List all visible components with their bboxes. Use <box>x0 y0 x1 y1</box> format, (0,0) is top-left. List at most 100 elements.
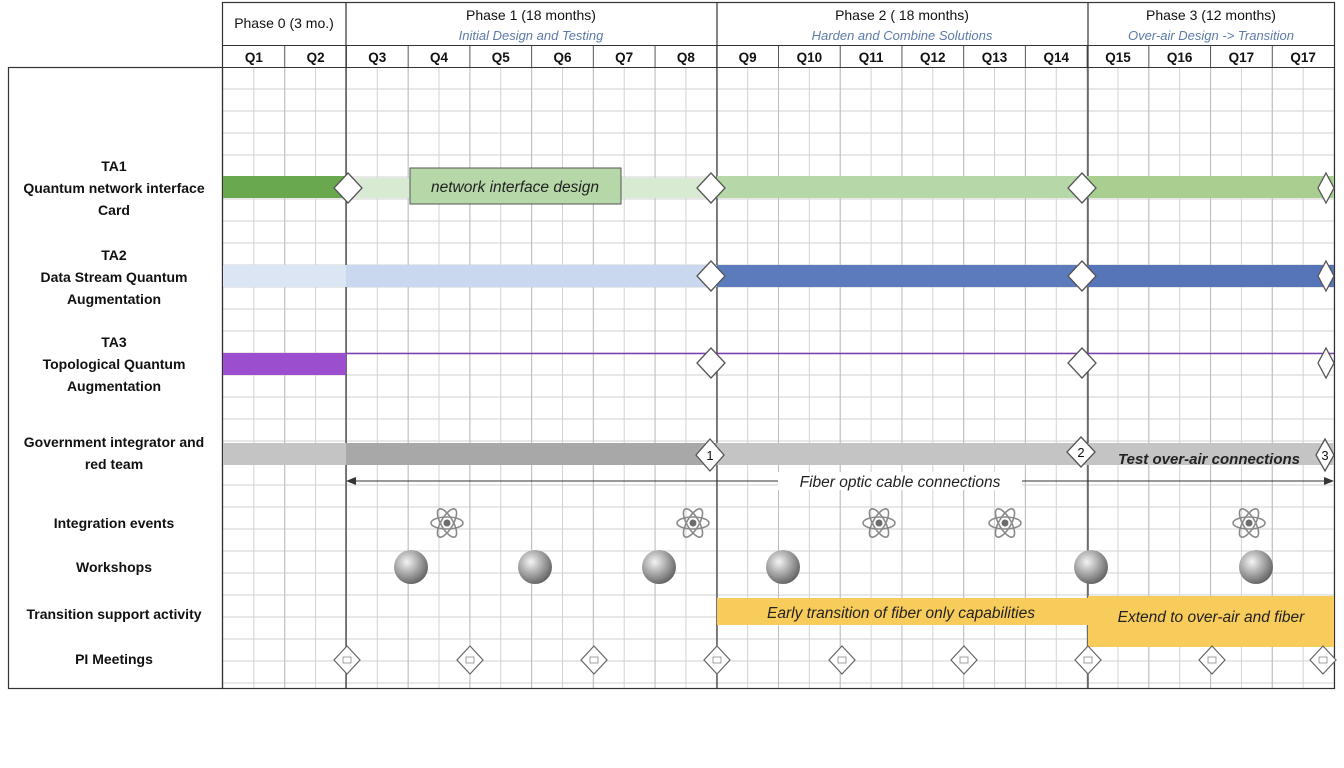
network-interface-design-label: network interface design <box>431 179 599 196</box>
ta2-bars <box>223 265 1334 287</box>
atom-icon <box>676 508 710 538</box>
flag-diamond-icon <box>828 645 856 675</box>
ta2-milestone-diamond-2 <box>1067 260 1097 292</box>
quarter-label: Q2 <box>307 50 325 65</box>
pi-flag <box>589 656 599 664</box>
ta3-label-line-1: TA3 <box>101 334 127 350</box>
pi-meeting-icons <box>333 645 1337 675</box>
pi-diamond <box>1074 645 1102 675</box>
flag-diamond-icon <box>456 645 484 675</box>
sphere-icon <box>518 550 552 584</box>
gov-bars: Test over-air connections <box>223 443 1334 468</box>
row-labels: TA1 Quantum network interface Card TA2 D… <box>23 158 204 667</box>
atom-orbit <box>436 508 458 538</box>
workshops-label: Workshops <box>76 559 152 575</box>
ta1-label-line-2: Quantum network interface <box>23 180 204 196</box>
label-column-frame <box>7 66 224 690</box>
flag-diamond-icon <box>580 645 608 675</box>
atom-orbit <box>682 508 704 538</box>
pi-diamond <box>703 645 731 675</box>
atom-orbit <box>994 508 1016 538</box>
fiber-label-bg <box>778 472 1022 490</box>
ta1-phase0-bar <box>223 176 346 198</box>
ta1-milestone-diamond-3 <box>1067 172 1097 204</box>
pi-diamond <box>456 645 484 675</box>
ta-milestones <box>333 171 1335 380</box>
fiber-arrow: Fiber optic cable connections <box>346 472 1334 491</box>
early-transition-label: Early transition of fiber only capabilit… <box>767 605 1035 622</box>
quarter-label: Q9 <box>739 50 757 65</box>
quarter-label: Q6 <box>553 50 572 65</box>
ta2-phase0-bar <box>223 265 346 287</box>
pi-flag <box>465 656 475 664</box>
ta2-label-line-3: Augmentation <box>67 291 161 307</box>
ta1-label-line-3: Card <box>98 202 130 218</box>
quarter-label: Q11 <box>859 50 884 65</box>
flag-diamond-icon <box>703 645 731 675</box>
phase-2-title: Phase 2 ( 18 months) <box>835 7 969 23</box>
quarter-label: Q17 <box>1290 50 1316 65</box>
workshop-icons <box>394 550 1273 584</box>
ta3-bars <box>223 352 1334 375</box>
ta2-label-line-2: Data Stream Quantum <box>40 269 187 285</box>
ta3-label-line-2: Topological Quantum <box>43 356 186 372</box>
flag-diamond-icon <box>950 645 978 675</box>
pi-diamond <box>950 645 978 675</box>
pi-flag <box>712 656 722 664</box>
pi-diamond <box>1309 645 1337 675</box>
sphere-icon <box>394 550 428 584</box>
quarter-label: Q16 <box>1167 50 1193 65</box>
atom-orbit <box>436 508 458 538</box>
gov-milestone-diamond-2 <box>1066 436 1096 468</box>
quarter-label: Q4 <box>430 50 449 65</box>
quarter-label: Q13 <box>982 50 1008 65</box>
network-interface-design-box <box>409 167 622 205</box>
ta1-milestone-diamond-2 <box>696 172 726 204</box>
quarter-label: Q3 <box>368 50 387 65</box>
pi-flag <box>959 656 969 664</box>
gov-label-line-2: red team <box>85 456 143 472</box>
flag-diamond-icon <box>333 645 361 675</box>
pi-diamond <box>828 645 856 675</box>
ta3-milestone-diamond-1 <box>696 347 726 379</box>
atom-orbit <box>868 508 890 538</box>
ta1-phase2-bar <box>717 176 1088 198</box>
early-transition-bar <box>717 598 1088 625</box>
sphere-icon <box>766 550 800 584</box>
ta2-phase3-bar <box>1088 265 1334 287</box>
atom-orbit <box>988 516 1022 530</box>
phase-3-title: Phase 3 (12 months) <box>1146 7 1276 23</box>
phase-0-title: Phase 0 (3 mo.) <box>234 15 334 31</box>
atom-orbit <box>1238 508 1260 538</box>
over-air-label: Test over-air connections <box>1118 451 1300 468</box>
atom-nucleus <box>875 519 883 527</box>
ta2-phase1-bar <box>346 265 717 287</box>
atom-nucleus <box>1001 519 1009 527</box>
phase-1-subtitle: Initial Design and Testing <box>459 28 605 43</box>
atom-orbit <box>994 508 1016 538</box>
ta3-phase0-bar <box>223 353 346 375</box>
phase-1-title: Phase 1 (18 months) <box>466 7 596 23</box>
integration-events-label: Integration events <box>54 515 175 531</box>
flag-diamond-icon <box>1074 645 1102 675</box>
atom-orbit <box>868 508 890 538</box>
arrow-right-icon <box>1324 477 1334 485</box>
quarter-label: Q12 <box>920 50 946 65</box>
integration-events-icons <box>430 508 1266 538</box>
quarter-label: Q15 <box>1105 50 1131 65</box>
flag-diamond-icon <box>1309 645 1337 675</box>
pi-diamond <box>333 645 361 675</box>
fiber-optic-label: Fiber optic cable connections <box>800 474 1001 491</box>
extend-label: Extend to over-air and fiber <box>1118 609 1306 626</box>
quarter-label: Q10 <box>797 50 823 65</box>
gov-label-line-1: Government integrator and <box>24 434 204 450</box>
gov-milestones: 1 2 3 <box>695 436 1335 473</box>
transition-support-label: Transition support activity <box>26 606 201 622</box>
atom-nucleus <box>443 519 451 527</box>
atom-nucleus <box>1245 519 1253 527</box>
arrow-left-icon <box>346 477 356 485</box>
ta2-milestone-diamond-1 <box>696 260 726 292</box>
pi-diamond <box>1198 645 1226 675</box>
